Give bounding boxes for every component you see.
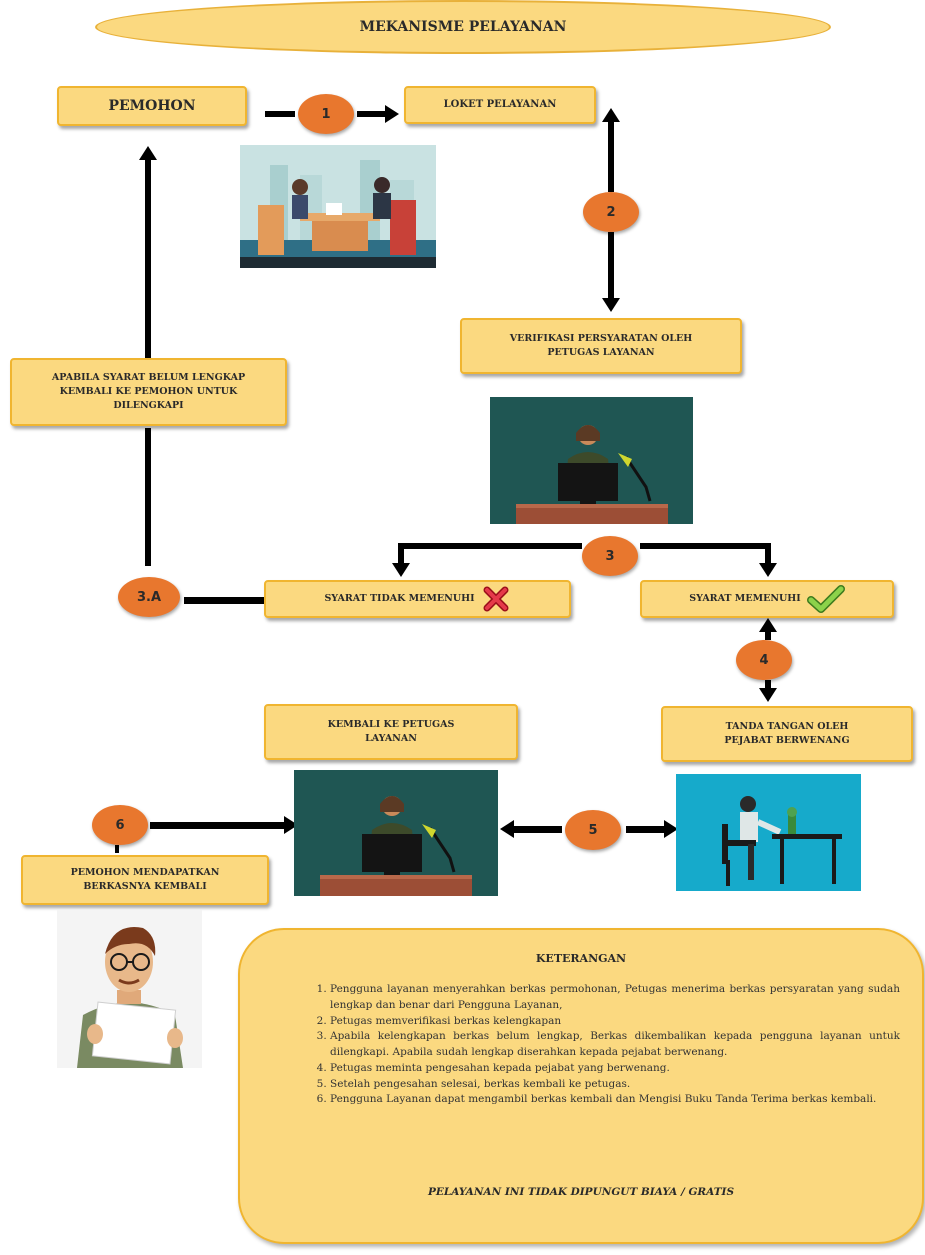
arrowhead-to-pemohon xyxy=(139,146,157,160)
arrowhead-to-memenuhi xyxy=(759,563,777,577)
connector-3a-h xyxy=(184,597,264,604)
step-badge-2: 2 xyxy=(583,192,639,232)
connector-3-left-v xyxy=(398,543,404,565)
man-holding-paper-illustration xyxy=(57,910,202,1068)
apabila-label: APABILA SYARAT BELUM LENGKAP KEMBALI KE … xyxy=(51,372,246,411)
syarat-memenuhi-box: SYARAT MEMENUHI xyxy=(640,580,894,618)
connector-2-top xyxy=(608,122,614,192)
connector-3-left-h xyxy=(398,543,582,549)
arrowhead-to-tanda-tangan xyxy=(759,688,777,702)
connector-1-left xyxy=(265,111,295,117)
keterangan-title: KETERANGAN xyxy=(535,952,627,965)
connector-6-h xyxy=(150,822,285,829)
connector-3-right-h xyxy=(640,543,771,549)
keterangan-item: Petugas meminta pengesahan kepada pejaba… xyxy=(330,1061,900,1077)
keterangan-item: Apabila kelengkapan berkas belum lengkap… xyxy=(330,1029,900,1061)
connector-3a-v-lower xyxy=(145,428,151,566)
keterangan-footer: PELAYANAN INI TIDAK DIPUNGUT BIAYA / GRA… xyxy=(427,1186,735,1198)
step-badge-4: 4 xyxy=(736,640,792,680)
keterangan-item: Pengguna layanan menyerahkan berkas perm… xyxy=(330,982,900,1014)
mendapatkan-label: PEMOHON MENDAPATKAN BERKASNYA KEMBALI xyxy=(70,867,220,892)
officer-desk-illustration-2 xyxy=(294,770,498,896)
connector-4-top xyxy=(765,630,771,640)
arrowhead-to-loket-up xyxy=(602,108,620,122)
tanda-tangan-box: TANDA TANGAN OLEH PEJABAT BERWENANG xyxy=(661,706,913,762)
pemohon-box: PEMOHON xyxy=(57,86,247,126)
loket-label: LOKET PELAYANAN xyxy=(443,98,557,110)
step-badge-3a: 3.A xyxy=(118,577,180,617)
step-badge-3: 3 xyxy=(582,536,638,576)
arrowhead-to-tidak-memenuhi xyxy=(392,563,410,577)
verifikasi-label: VERIFIKASI PERSYARATAN OLEH PETUGAS LAYA… xyxy=(509,333,693,358)
connector-5-left xyxy=(514,826,562,833)
keterangan-item: Petugas memverifikasi berkas kelengkapan xyxy=(330,1014,900,1030)
step-badge-6: 6 xyxy=(92,805,148,845)
tidak-memenuhi-label: SYARAT TIDAK MEMENUHI xyxy=(324,593,475,605)
kembali-petugas-box: KEMBALI KE PETUGAS LAYANAN xyxy=(264,704,518,760)
meeting-illustration xyxy=(240,145,436,268)
arrowhead-to-memenuhi-up xyxy=(759,618,777,632)
pemohon-mendapatkan-box: PEMOHON MENDAPATKAN BERKASNYA KEMBALI xyxy=(21,855,269,905)
loket-pelayanan-box: LOKET PELAYANAN xyxy=(404,86,596,124)
apabila-box: APABILA SYARAT BELUM LENGKAP KEMBALI KE … xyxy=(10,358,287,426)
arrowhead-to-loket xyxy=(385,105,399,123)
connector-1-right xyxy=(357,111,387,117)
connector-2-bottom xyxy=(608,232,614,300)
pemohon-label: PEMOHON xyxy=(108,97,196,114)
keterangan-item: Pengguna Layanan dapat mengambil berkas … xyxy=(330,1092,900,1108)
arrowhead-to-petugas xyxy=(500,820,514,838)
tanda-tangan-label: TANDA TANGAN OLEH PEJABAT BERWENANG xyxy=(724,721,850,746)
keterangan-item: Setelah pengesahan selesai, berkas kemba… xyxy=(330,1077,900,1093)
memenuhi-label: SYARAT MEMENUHI xyxy=(689,593,801,605)
cross-icon xyxy=(483,586,509,612)
connector-3a-v-upper xyxy=(145,160,151,358)
connector-3-right-v xyxy=(765,543,771,565)
step-badge-1: 1 xyxy=(298,94,354,134)
step-badge-5: 5 xyxy=(565,810,621,850)
page-title: MEKANISME PELAYANAN xyxy=(95,0,831,54)
syarat-tidak-memenuhi-box: SYARAT TIDAK MEMENUHI xyxy=(264,580,571,618)
official-desk-illustration xyxy=(676,774,861,891)
keterangan-list: Pengguna layanan menyerahkan berkas perm… xyxy=(302,982,900,1108)
connector-5-right xyxy=(626,826,666,833)
arrowhead-to-verifikasi xyxy=(602,298,620,312)
connector-4-bottom xyxy=(765,680,771,690)
checkmark-icon xyxy=(806,585,845,613)
connector-6-v xyxy=(115,845,119,853)
arrowhead-to-pejabat xyxy=(664,820,678,838)
verifikasi-box: VERIFIKASI PERSYARATAN OLEH PETUGAS LAYA… xyxy=(460,318,742,374)
officer-desk-illustration xyxy=(490,397,693,524)
keterangan-panel: KETERANGAN Pengguna layanan menyerahkan … xyxy=(238,928,924,1244)
kembali-petugas-label: KEMBALI KE PETUGAS LAYANAN xyxy=(327,719,455,744)
